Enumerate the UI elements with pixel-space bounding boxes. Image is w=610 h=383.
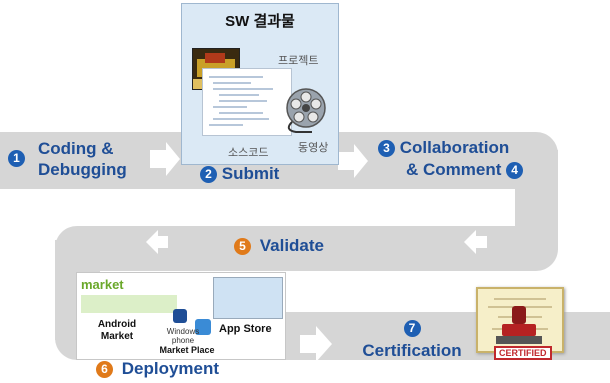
step-5-badge: 5 xyxy=(234,238,251,256)
android-market-label: Android Market xyxy=(97,319,137,342)
rubber-stamp-icon xyxy=(496,306,542,344)
step-2-badge: 2 xyxy=(200,166,217,184)
step-3-badge: 3 xyxy=(378,140,395,158)
video-label: 동영상 xyxy=(298,141,329,154)
source-code-label: 소스코드 xyxy=(228,146,269,159)
step-3-label: 3 Collaboration xyxy=(378,138,509,158)
market-place-caption: Market Place xyxy=(159,345,215,355)
arrow-left-1 xyxy=(464,230,487,254)
step-4-text: & Comment xyxy=(406,160,502,179)
step-1-line1: Coding & xyxy=(38,139,114,158)
app-store-label: App Store xyxy=(219,323,272,335)
project-label: 프로젝트 xyxy=(278,54,319,67)
step-1-label: 1 Coding & Debugging xyxy=(8,138,127,180)
step-4-badge: 4 xyxy=(506,162,524,180)
step-1-line2: Debugging xyxy=(38,160,127,179)
windows-phone-icon xyxy=(173,309,187,323)
arrow-right-1 xyxy=(150,142,180,176)
windows-phone-label: Windows phone xyxy=(166,327,200,345)
arrow-right-2 xyxy=(338,144,368,178)
step-5-text: Validate xyxy=(259,236,324,255)
market-logo-text: market xyxy=(81,277,124,292)
step-2-label: 2 Submit xyxy=(200,164,279,184)
certified-stamp-text: CERTIFIED xyxy=(499,348,547,358)
android-market-logo: market xyxy=(81,277,124,292)
source-code-thumbnail xyxy=(202,68,292,136)
step-2-text: Submit xyxy=(221,164,280,183)
step-7-badge: 7 xyxy=(403,320,421,338)
step-6-label: 6 Deployment xyxy=(96,359,219,379)
step-7-label: 7 Certification xyxy=(352,318,472,361)
step-1-badge: 1 xyxy=(8,150,25,167)
step-5-label: 5 Validate xyxy=(234,236,324,256)
sw-output-title: SW 결과물 xyxy=(225,13,295,30)
code-lines-icon xyxy=(209,76,273,126)
certified-stamp-label: CERTIFIED xyxy=(494,346,552,360)
sw-output-panel: SW 결과물 프로젝트 소스코드 동영상 xyxy=(181,3,339,165)
arrow-left-2 xyxy=(146,230,168,254)
appstore-screens xyxy=(213,277,283,319)
step-4-label: & Comment 4 xyxy=(406,160,524,180)
marketplace-panel: market Android Market Windows phone App … xyxy=(76,272,286,360)
step-6-badge: 6 xyxy=(96,361,113,379)
windows-logo-icon xyxy=(195,319,211,335)
step-7-text: Certification xyxy=(362,341,462,360)
arrow-right-3 xyxy=(300,326,332,362)
android-apps-strip xyxy=(81,295,177,313)
step-6-text: Deployment xyxy=(121,359,220,378)
film-reel-icon xyxy=(286,88,326,133)
step-3-text: Collaboration xyxy=(399,138,510,157)
